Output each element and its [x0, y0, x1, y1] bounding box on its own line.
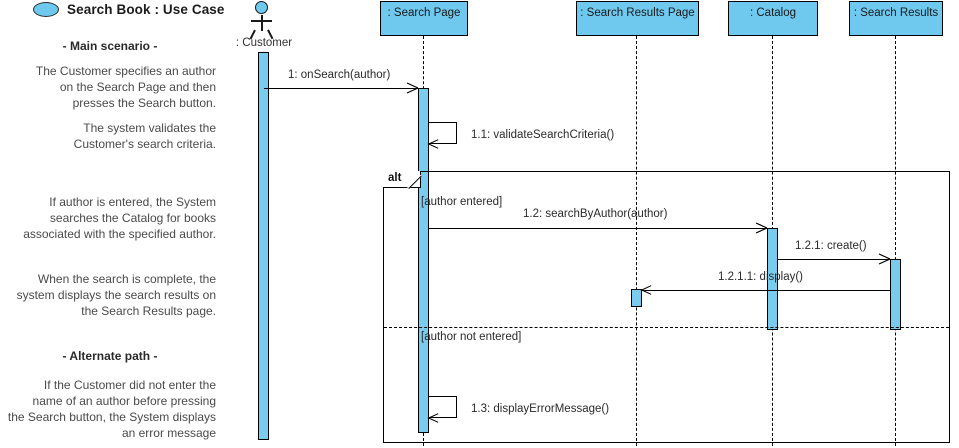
message-label-1-2-1-1-display: 1.2.1.1: display() [718, 271, 804, 283]
lifeline-label-search-page: : Search Page [387, 7, 461, 19]
narrative-alternate-path-heading: - Alternate path - [62, 349, 158, 363]
activation-customer [258, 52, 269, 440]
lifeline-label-catalog: : Catalog [749, 7, 797, 19]
message-line-1-2-1-1-display [642, 290, 890, 291]
lifeline-dash-search-results [895, 36, 896, 446]
message-line-1-2-searchbyauthor [429, 228, 767, 229]
narrative-step-3: If author is entered, the System searche… [23, 195, 216, 241]
self-message-box-1-1 [429, 122, 457, 144]
narrative-step-4: When the search is complete, the system … [16, 272, 216, 318]
self-message-box-1-3 [429, 396, 457, 418]
lifeline-label-search-results: : Search Results [853, 7, 939, 19]
actor-body-icon [261, 15, 263, 31]
alt-fragment-frame [383, 171, 950, 443]
use-case-title-label: Search Book : Use Case [67, 2, 225, 17]
alt-guard-author-entered: [author entered] [421, 196, 503, 208]
actor-head-icon [255, 1, 268, 14]
activation-search-results-page [631, 289, 642, 307]
message-label-1-2-searchbyauthor: 1.2: searchByAuthor(author) [523, 208, 668, 220]
use-case-title: Search Book : Use Case [33, 2, 225, 17]
narrative-step-5: If the Customer did not enter the name o… [7, 378, 216, 440]
actor-label: : Customer [235, 37, 293, 49]
actor-arms-icon [251, 20, 272, 22]
narrative-main-scenario-heading: - Main scenario - [62, 39, 158, 53]
message-label-1-2-1-create: 1.2.1: create() [795, 240, 867, 252]
narrative-step-1: The Customer specifies an author on the … [35, 64, 216, 110]
message-label-1-3-displayerror: 1.3: displayErrorMessage() [471, 403, 610, 415]
activation-search-results [890, 259, 901, 330]
message-label-1-onsearch: 1: onSearch(author) [288, 69, 391, 81]
arrow-head-1-2-1-create [878, 253, 890, 265]
arrow-head-1-onsearch [406, 82, 418, 94]
alt-guard-author-not-entered: [author not entered] [421, 331, 522, 343]
lifeline-header-search-results-page[interactable]: : Search Results Page [576, 1, 699, 36]
message-label-1-1-validate: 1.1: validateSearchCriteria() [471, 129, 615, 141]
alt-fragment-operator-label: alt [388, 172, 402, 184]
activation-catalog [767, 228, 778, 330]
use-case-oval-icon [33, 2, 59, 17]
alt-fragment-divider [384, 327, 949, 328]
arrow-head-1-2-1-1-display [640, 285, 652, 295]
message-line-1-2-1-create [778, 259, 890, 260]
lifeline-dash-search-results-page [636, 36, 637, 446]
arrow-head-1-3-displayerror [427, 413, 439, 423]
lifeline-header-search-page[interactable]: : Search Page [380, 1, 468, 36]
arrow-head-1-1-validate [427, 139, 439, 149]
message-line-1-onsearch [264, 88, 418, 89]
narrative-step-2: The system validates the Customer's sear… [73, 121, 216, 151]
lifeline-header-catalog[interactable]: : Catalog [728, 1, 818, 36]
arrow-head-1-2-searchbyauthor [755, 222, 767, 234]
activation-search-page [418, 88, 429, 433]
lifeline-header-search-results[interactable]: : Search Results [849, 1, 943, 36]
lifeline-label-search-results-page: : Search Results Page [580, 7, 695, 19]
